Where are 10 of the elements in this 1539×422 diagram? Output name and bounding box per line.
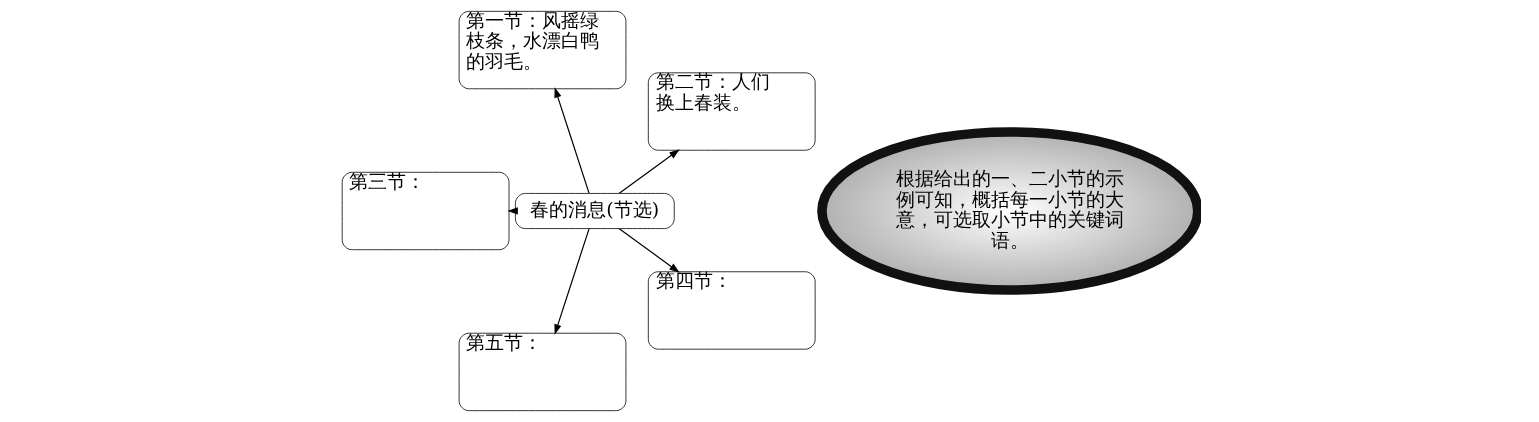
node-box: 第一节：风摇绿枝条，水漂白鸭的羽毛。 — [458, 10, 626, 90]
arrow — [618, 149, 680, 194]
arrow — [553, 228, 590, 335]
node-box: 第五节： — [458, 332, 626, 412]
node-box: 第二节：人们换上春装。 — [647, 72, 816, 151]
node-ellipse: 根据给出的一、二小节的示例可知，概括每一小节的大意，可选取小节中的关键词语。 — [816, 127, 1201, 295]
arrow — [553, 87, 590, 194]
node-box: 第三节： — [341, 171, 509, 251]
arrow — [618, 228, 680, 273]
node-box: 第四节： — [647, 271, 816, 350]
